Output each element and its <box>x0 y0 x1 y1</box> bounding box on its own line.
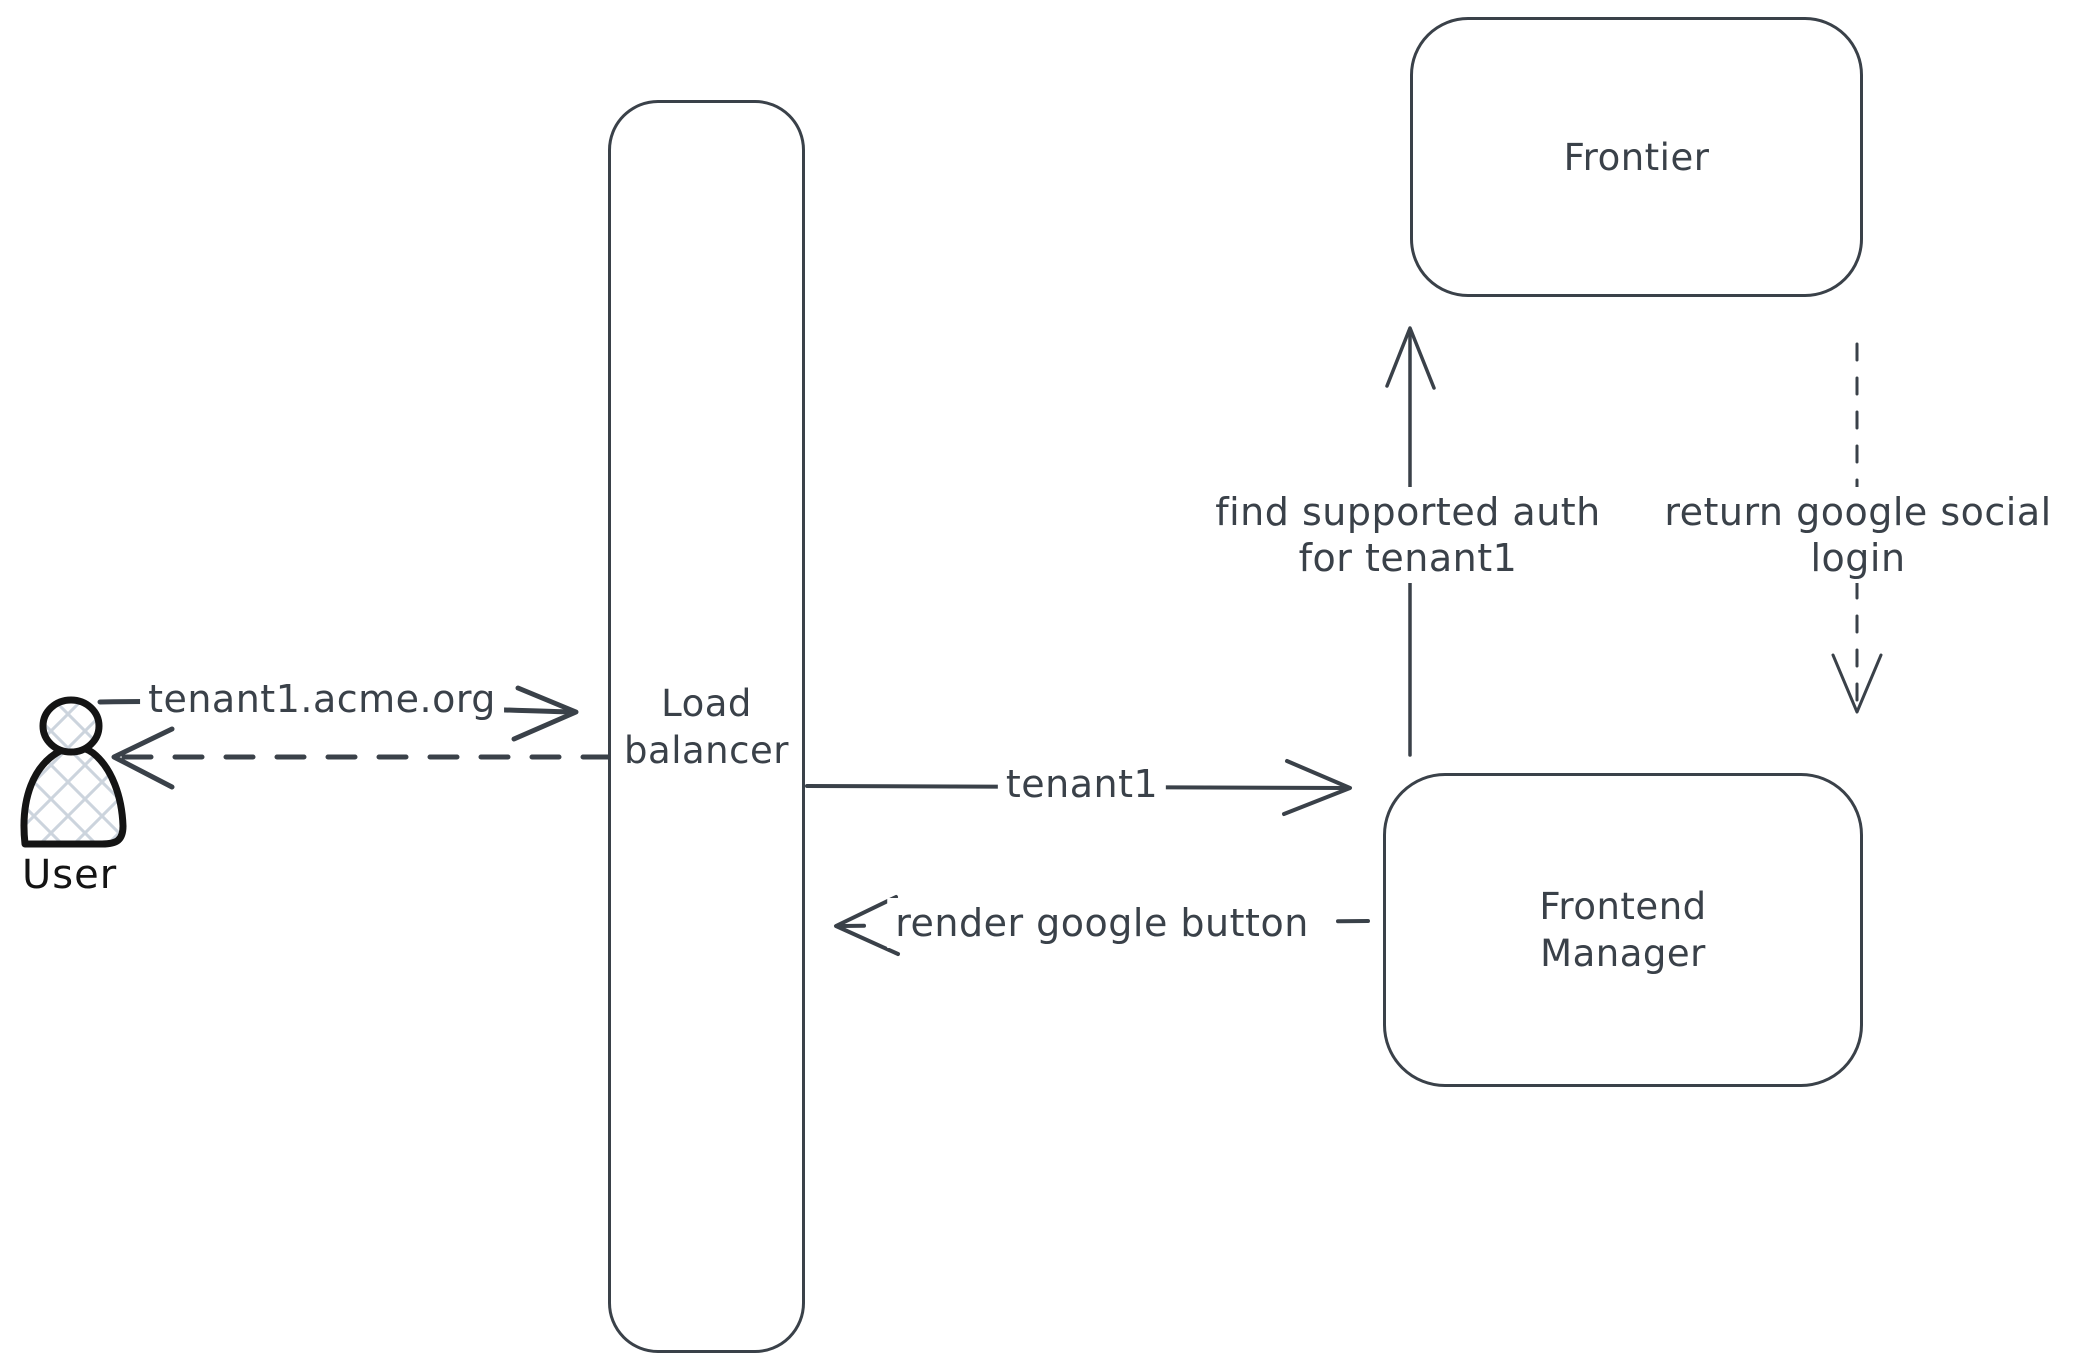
node-frontend-manager: Frontend Manager <box>1383 773 1863 1087</box>
edge-label-return-google-social-login-line1: return google social <box>1664 490 2052 534</box>
node-frontend-manager-label-line2: Manager <box>1540 932 1706 975</box>
person-icon <box>20 696 127 848</box>
edge-label-find-supported-auth-line2: for tenant1 <box>1298 536 1518 580</box>
node-load-balancer: Load balancer <box>608 100 805 1353</box>
node-user-label: User <box>22 852 118 898</box>
edge-label-return-google-social-login: return google social login <box>1656 487 2060 583</box>
node-load-balancer-label-line1: Load <box>661 681 752 725</box>
node-frontend-manager-label-line1: Frontend <box>1539 885 1707 928</box>
node-load-balancer-label-line2: balancer <box>624 728 789 772</box>
edge-label-find-supported-auth-line1: find supported auth <box>1215 490 1601 534</box>
node-frontier: Frontier <box>1410 17 1863 297</box>
edge-label-tenant1-acme-org: tenant1.acme.org <box>140 674 504 724</box>
node-frontier-label: Frontier <box>1563 135 1710 179</box>
arrow-load-balancer-to-user <box>111 726 613 790</box>
person-head <box>39 696 103 756</box>
edge-label-render-google-button: render google button <box>887 898 1317 948</box>
edge-label-tenant1: tenant1 <box>997 759 1167 809</box>
person-body <box>20 743 127 848</box>
edge-label-return-google-social-login-line2: login <box>1810 536 1906 580</box>
edge-label-find-supported-auth: find supported auth for tenant1 <box>1207 487 1609 583</box>
